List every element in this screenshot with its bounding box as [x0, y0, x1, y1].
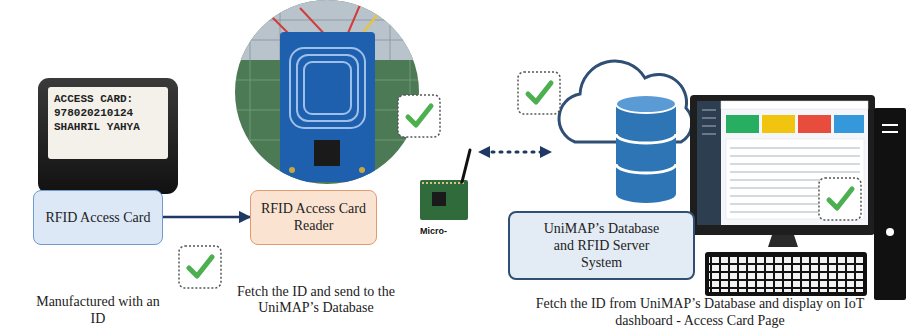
tile [726, 115, 759, 133]
pc-tower [874, 108, 906, 300]
board-label: Micro- [420, 226, 470, 237]
sidebar [697, 101, 721, 225]
wireless-link [484, 151, 546, 154]
table-panel [726, 139, 864, 219]
keys [709, 256, 863, 292]
flow-arrow [163, 216, 250, 219]
check-icon [819, 178, 861, 220]
box-text: RFID Access Card Reader [259, 200, 368, 234]
micro-chip [432, 192, 446, 206]
card-photo [38, 78, 178, 194]
screen [697, 101, 868, 225]
caption: Manufactured with an ID [28, 293, 168, 327]
antenna [462, 150, 470, 182]
header-pins [422, 182, 466, 184]
box-text: RFID Access Card [46, 209, 151, 226]
micro-board [420, 180, 468, 220]
computer [690, 95, 906, 300]
menu-items [702, 110, 716, 134]
check-icon [179, 246, 221, 288]
chip [314, 140, 340, 166]
process-box: RFID Access Card Reader [250, 190, 377, 245]
tile [798, 115, 831, 133]
monitor-bezel [690, 95, 875, 235]
caption: Fetch the ID and send to the UniMAP’s Da… [236, 284, 396, 316]
db-body [616, 104, 676, 194]
db-top [616, 95, 676, 113]
pin [289, 167, 295, 173]
power-button [886, 228, 894, 236]
tile [834, 115, 864, 133]
keyboard [705, 252, 867, 296]
process-box: RFID Access Card [33, 190, 163, 245]
check-icon [398, 95, 440, 137]
antenna-coil [304, 62, 351, 114]
check-icon [518, 72, 560, 114]
topbar [721, 101, 868, 109]
rfid-board [280, 32, 375, 182]
db-base [616, 185, 676, 203]
drive-bays [882, 125, 898, 132]
caption: Fetch the ID from UniMAP’s Database and … [515, 295, 885, 329]
tile [762, 115, 795, 133]
cutting-mat [230, 0, 430, 190]
database-icon [616, 95, 676, 203]
card-frame [38, 78, 178, 194]
microcontroller [420, 150, 470, 220]
monitor-stand [768, 235, 798, 247]
antenna-coil [290, 48, 365, 128]
handwritten-text: ACCESS CARD: 978020210124 SHAHRIL YAHYA [54, 92, 162, 134]
db-bands [616, 134, 676, 173]
card-face [48, 87, 168, 159]
box-text: UniMAP’s Database and RFID Server System [537, 220, 667, 271]
system-box: UniMAP’s Database and RFID Server System [508, 211, 695, 280]
reader-photo [230, 0, 430, 190]
pin [359, 167, 365, 173]
antenna-coil [297, 55, 358, 121]
